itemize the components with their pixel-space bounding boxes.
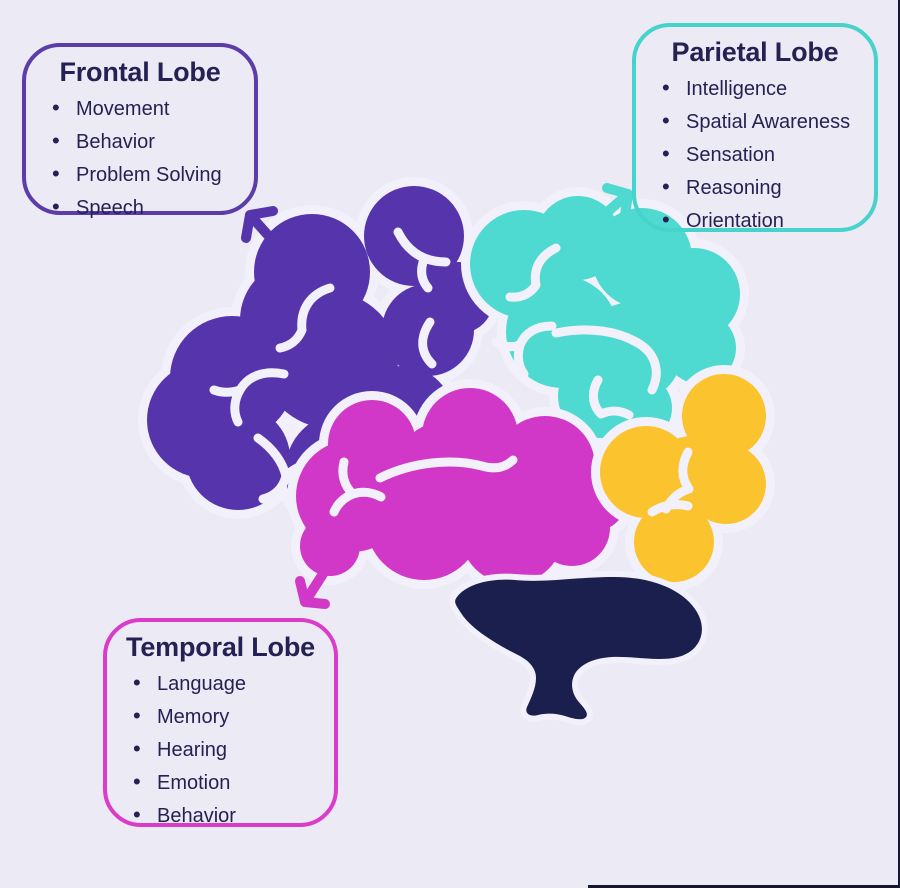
list-item: Intelligence xyxy=(662,72,860,105)
list-item: Behavior xyxy=(133,799,320,832)
parietal-gyri-lines xyxy=(491,243,661,420)
arrow-to-parietal-card xyxy=(584,183,633,233)
temporal-gyri-lines xyxy=(329,455,518,517)
temporal-lobe-shape xyxy=(287,379,637,593)
temporal-lobe-list: Language Memory Hearing Emotion Behavior xyxy=(121,667,320,832)
arrow-to-frontal-card xyxy=(241,206,288,257)
occipital-gyri-lines xyxy=(647,447,694,517)
parietal-lobe-card: Parietal Lobe Intelligence Spatial Aware… xyxy=(632,23,878,232)
list-item: Reasoning xyxy=(662,171,860,204)
list-item: Hearing xyxy=(133,733,320,766)
list-item: Memory xyxy=(133,700,320,733)
temporal-lobe-card: Temporal Lobe Language Memory Hearing Em… xyxy=(103,618,338,827)
parietal-lobe-shape xyxy=(461,187,749,451)
list-item: Problem Solving xyxy=(52,158,240,191)
cerebellum-shape xyxy=(449,570,708,726)
frontal-lobe-list: Movement Behavior Problem Solving Speech xyxy=(40,92,240,224)
arrow-to-temporal-card xyxy=(295,561,333,609)
screen-edge-artifact-bottom xyxy=(588,885,900,888)
list-item: Language xyxy=(133,667,320,700)
parietal-lobe-title: Parietal Lobe xyxy=(671,37,839,67)
screen-edge-artifact-right xyxy=(898,0,900,888)
frontal-lobe-title: Frontal Lobe xyxy=(59,57,221,87)
parietal-lobe-list: Intelligence Spatial Awareness Sensation… xyxy=(650,72,860,237)
list-item: Spatial Awareness xyxy=(662,105,860,138)
list-item: Movement xyxy=(52,92,240,125)
occipital-lobe-shape xyxy=(591,365,775,591)
frontal-lobe-card: Frontal Lobe Movement Behavior Problem S… xyxy=(22,43,258,219)
list-item: Orientation xyxy=(662,204,860,237)
list-item: Sensation xyxy=(662,138,860,171)
list-item: Emotion xyxy=(133,766,320,799)
temporal-lobe-title: Temporal Lobe xyxy=(126,632,315,662)
frontal-gyri-lines xyxy=(209,227,451,504)
list-item: Behavior xyxy=(52,125,240,158)
list-item: Speech xyxy=(52,191,240,224)
